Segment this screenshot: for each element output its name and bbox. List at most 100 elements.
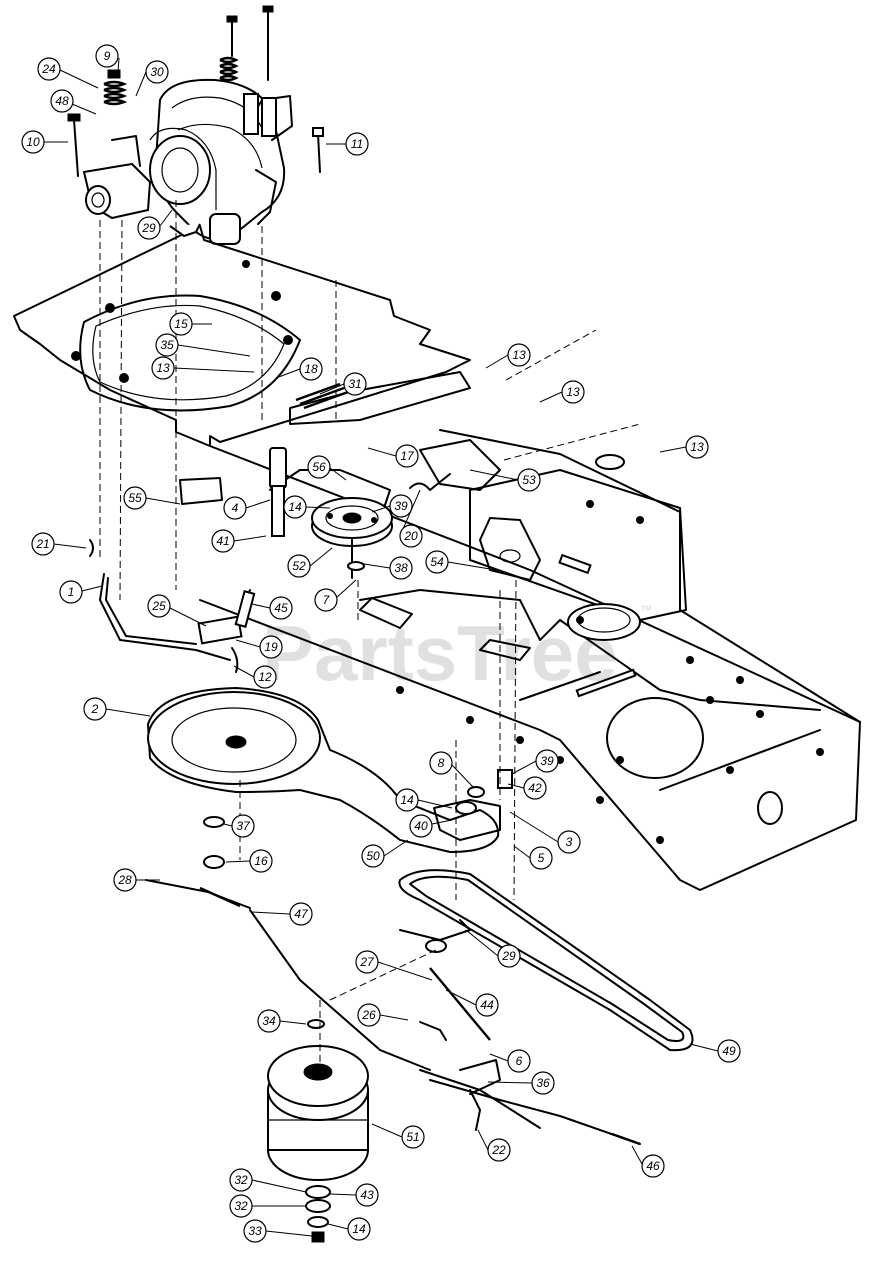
callout-label-21: 21 <box>35 537 49 551</box>
callout-24[interactable] <box>37 57 61 81</box>
callout-label-14: 14 <box>352 1222 366 1236</box>
callout-label-28: 28 <box>117 873 132 887</box>
callout-32[interactable] <box>229 1168 253 1192</box>
callout-30[interactable] <box>145 60 169 84</box>
callout-46[interactable] <box>641 1154 665 1178</box>
callout-48[interactable] <box>50 89 74 113</box>
callout-45[interactable] <box>269 596 293 620</box>
callout-label-39: 39 <box>540 754 554 768</box>
callout-26[interactable] <box>357 1003 381 1027</box>
callout-label-12: 12 <box>258 670 272 684</box>
callout-14[interactable] <box>283 495 307 519</box>
callout-9[interactable] <box>95 44 119 68</box>
callout-56[interactable] <box>307 455 331 479</box>
callout-52[interactable] <box>287 554 311 578</box>
callout-14[interactable] <box>395 788 419 812</box>
clutch-lever <box>89 477 256 673</box>
callout-53[interactable] <box>517 468 541 492</box>
callout-13[interactable] <box>685 435 709 459</box>
callout-label-32: 32 <box>234 1199 248 1213</box>
callout-43[interactable] <box>355 1183 379 1207</box>
top-springs <box>67 5 324 177</box>
callout-7[interactable] <box>314 588 338 612</box>
callout-39[interactable] <box>389 494 413 518</box>
callout-label-52: 52 <box>292 559 306 573</box>
callout-2[interactable] <box>83 697 107 721</box>
callout-6[interactable] <box>507 1049 531 1073</box>
control-cables <box>145 879 641 1146</box>
callout-44[interactable] <box>475 993 499 1017</box>
callout-37[interactable] <box>231 814 255 838</box>
callout-38[interactable] <box>389 556 413 580</box>
callout-51[interactable] <box>401 1125 425 1149</box>
callout-13[interactable] <box>561 380 585 404</box>
callout-label-39: 39 <box>394 499 408 513</box>
callout-label-40: 40 <box>414 819 428 833</box>
callout-label-26: 26 <box>361 1008 376 1022</box>
callout-27[interactable] <box>355 950 379 974</box>
callout-label-36: 36 <box>536 1076 550 1090</box>
callout-29[interactable] <box>137 216 161 240</box>
callout-label-51: 51 <box>406 1130 419 1144</box>
callout-17[interactable] <box>395 444 419 468</box>
callout-49[interactable] <box>717 1039 741 1063</box>
main-chassis <box>199 429 861 891</box>
callout-33[interactable] <box>243 1219 267 1243</box>
callout-32[interactable] <box>229 1194 253 1218</box>
callout-3[interactable] <box>557 830 581 854</box>
callout-label-49: 49 <box>722 1044 736 1058</box>
callout-label-15: 15 <box>174 317 188 331</box>
callout-label-22: 22 <box>491 1143 506 1157</box>
idler-pulley-assembly <box>269 439 541 581</box>
callout-label-2: 2 <box>91 702 99 716</box>
callout-label-17: 17 <box>400 449 415 463</box>
callout-42[interactable] <box>523 776 547 800</box>
callout-13[interactable] <box>507 343 531 367</box>
callout-label-45: 45 <box>274 601 288 615</box>
callout-29[interactable] <box>497 944 521 968</box>
callout-25[interactable] <box>147 594 171 618</box>
callout-label-25: 25 <box>151 599 166 613</box>
callout-54[interactable] <box>425 550 449 574</box>
callout-55[interactable] <box>123 486 147 510</box>
callout-12[interactable] <box>253 665 277 689</box>
drive-belt <box>398 869 694 1052</box>
callout-5[interactable] <box>529 846 553 870</box>
callout-39[interactable] <box>535 749 559 773</box>
callout-41[interactable] <box>211 529 235 553</box>
callout-20[interactable] <box>399 524 423 548</box>
callout-label-35: 35 <box>160 338 174 352</box>
callout-22[interactable] <box>487 1138 511 1162</box>
callout-21[interactable] <box>31 532 55 556</box>
callout-8[interactable] <box>429 751 453 775</box>
callout-label-11: 11 <box>351 137 363 151</box>
callout-14[interactable] <box>347 1217 371 1241</box>
callout-13[interactable] <box>151 356 175 380</box>
callout-label-10: 10 <box>26 135 40 149</box>
callout-label-42: 42 <box>528 781 542 795</box>
callout-4[interactable] <box>223 496 247 520</box>
callout-16[interactable] <box>249 849 273 873</box>
callout-31[interactable] <box>343 372 367 396</box>
callout-18[interactable] <box>299 357 323 381</box>
callout-11[interactable] <box>345 132 369 156</box>
callout-40[interactable] <box>409 814 433 838</box>
callout-label-9: 9 <box>104 49 111 63</box>
callout-28[interactable] <box>113 868 137 892</box>
callout-15[interactable] <box>169 312 193 336</box>
callout-label-19: 19 <box>264 640 278 654</box>
callout-50[interactable] <box>361 844 385 868</box>
callout-label-18: 18 <box>304 362 318 376</box>
callout-35[interactable] <box>155 333 179 357</box>
callout-10[interactable] <box>21 130 45 154</box>
callout-label-41: 41 <box>216 534 229 548</box>
callout-36[interactable] <box>531 1071 555 1095</box>
callout-label-53: 53 <box>522 473 536 487</box>
callout-1[interactable] <box>59 580 83 604</box>
callout-19[interactable] <box>259 635 283 659</box>
callout-47[interactable] <box>289 902 313 926</box>
callout-34[interactable] <box>257 1009 281 1033</box>
callout-label-44: 44 <box>480 998 494 1012</box>
callout-label-43: 43 <box>360 1188 374 1202</box>
